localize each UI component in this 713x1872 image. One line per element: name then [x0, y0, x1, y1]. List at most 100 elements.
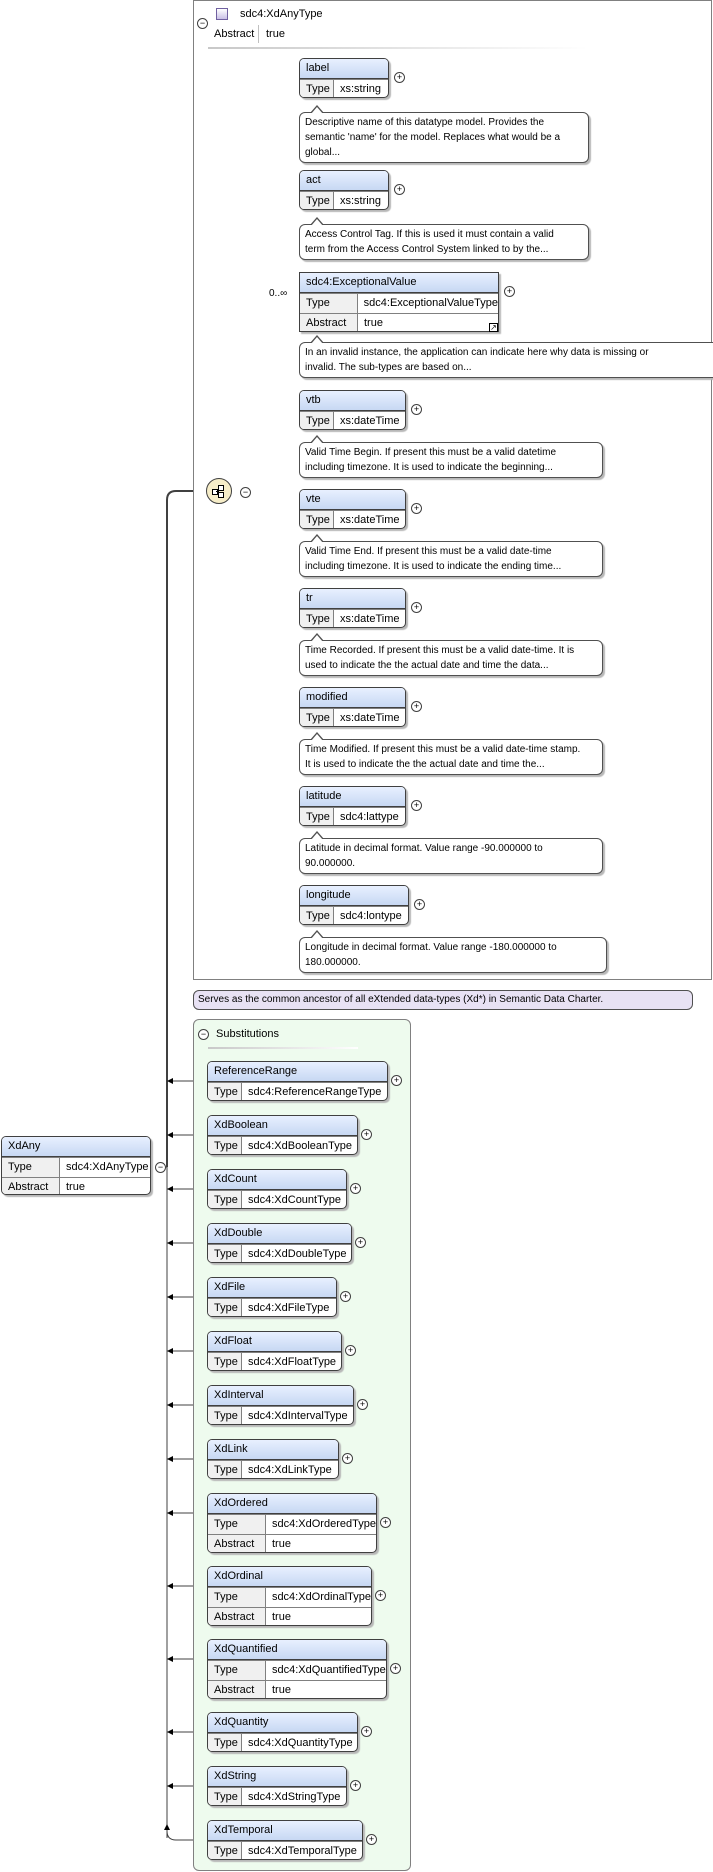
substitution-name: XdFile [208, 1278, 336, 1298]
collapse-root-button[interactable]: − [155, 1162, 166, 1173]
expand-element-button[interactable]: + [411, 404, 422, 415]
type-value: sdc4:XdStringType [248, 1791, 341, 1803]
documentation-line: In an invalid instance, the application … [305, 347, 649, 358]
collapse-sequence-button[interactable]: − [240, 487, 251, 498]
element-name: sdc4:ExceptionalValue [300, 273, 498, 293]
collapse-substitutions-button[interactable]: − [198, 1029, 209, 1040]
expand-element-button[interactable]: + [394, 72, 405, 83]
element-documentation: Time Recorded. If present this must be a… [299, 633, 603, 676]
type-value: sdc4:ReferenceRangeType [248, 1086, 382, 1098]
expand-substitution-button[interactable]: + [361, 1726, 372, 1737]
documentation-line: Latitude in decimal format. Value range … [305, 843, 543, 854]
element-name: tr [300, 589, 405, 609]
note-tail-inner [311, 107, 323, 114]
type-value: sdc4:XdOrdinalType [271, 1591, 371, 1603]
element-name: longitude [300, 886, 408, 906]
note-tail-inner [311, 437, 323, 444]
element-name: latitude [300, 787, 405, 807]
expand-substitution-button[interactable]: + [390, 1663, 401, 1674]
documentation-line: semantic 'name' for the model. Replaces … [305, 132, 561, 143]
expand-substitution-button[interactable]: + [350, 1183, 361, 1194]
expand-substitution-button[interactable]: + [375, 1590, 386, 1601]
type-label: Type [300, 511, 334, 528]
expand-element-button[interactable]: + [414, 899, 425, 910]
substitution-name: XdLink [208, 1440, 338, 1460]
documentation-line: used to indicate the the actual date and… [305, 660, 549, 671]
type-value: sdc4:XdQuantifiedType [272, 1664, 386, 1676]
expand-substitution-button[interactable]: + [361, 1129, 372, 1140]
collapse-type-button[interactable]: − [197, 18, 208, 29]
expand-element-button[interactable]: + [411, 701, 422, 712]
root-abstract-label: Abstract [2, 1178, 60, 1194]
root-type-label: Type [2, 1158, 60, 1177]
expand-substitution-button[interactable]: + [366, 1834, 377, 1845]
expand-element-button[interactable]: + [411, 602, 422, 613]
element-name: vtb [300, 391, 405, 411]
type-label: Type [300, 808, 334, 825]
expand-substitution-button[interactable]: + [391, 1075, 402, 1086]
arrow-head [167, 1729, 173, 1735]
type-value: sdc4:ExceptionalValueType [363, 297, 498, 309]
element-documentation: Time Modified. If present this must be a… [299, 732, 603, 775]
documentation-line: including timezone. It is used to indica… [305, 561, 562, 572]
substitutions-separator [208, 1047, 358, 1049]
expand-substitution-button[interactable]: + [380, 1517, 391, 1528]
expand-element-button[interactable]: + [411, 800, 422, 811]
type-value: xs:dateTime [340, 712, 400, 724]
note-tail-inner [311, 932, 323, 939]
expand-element-button[interactable]: + [394, 184, 405, 195]
element-documentation: Access Control Tag. If this is used it m… [299, 217, 589, 260]
root-connector [166, 490, 206, 1167]
expand-substitution-button[interactable]: + [342, 1453, 353, 1464]
expand-substitution-button[interactable]: + [340, 1291, 351, 1302]
arrow-head [167, 1240, 173, 1246]
expand-substitution-button[interactable]: + [357, 1399, 368, 1410]
abstract-label: Abstract [208, 1608, 266, 1625]
sequence-compositor-icon[interactable] [206, 478, 232, 504]
root-element-name: XdAny [2, 1137, 150, 1157]
arrow-head [167, 1132, 173, 1138]
substitution-name: XdString [208, 1767, 346, 1787]
type-label: Type [300, 80, 334, 97]
documentation-line: invalid. The sub-types are based on... [305, 362, 472, 373]
expand-substitution-button[interactable]: + [355, 1237, 366, 1248]
expand-element-button[interactable]: + [411, 503, 422, 514]
type-label: Type [208, 1842, 242, 1859]
expand-element-button[interactable]: + [504, 286, 515, 297]
type-value: xs:string [340, 195, 381, 207]
expand-substitution-button[interactable]: + [345, 1345, 356, 1356]
expand-substitution-button[interactable]: + [350, 1780, 361, 1791]
documentation-line: Valid Time Begin. If present this must b… [305, 447, 557, 458]
element-name: modified [300, 688, 405, 708]
root-abstract-value: true [66, 1181, 85, 1193]
